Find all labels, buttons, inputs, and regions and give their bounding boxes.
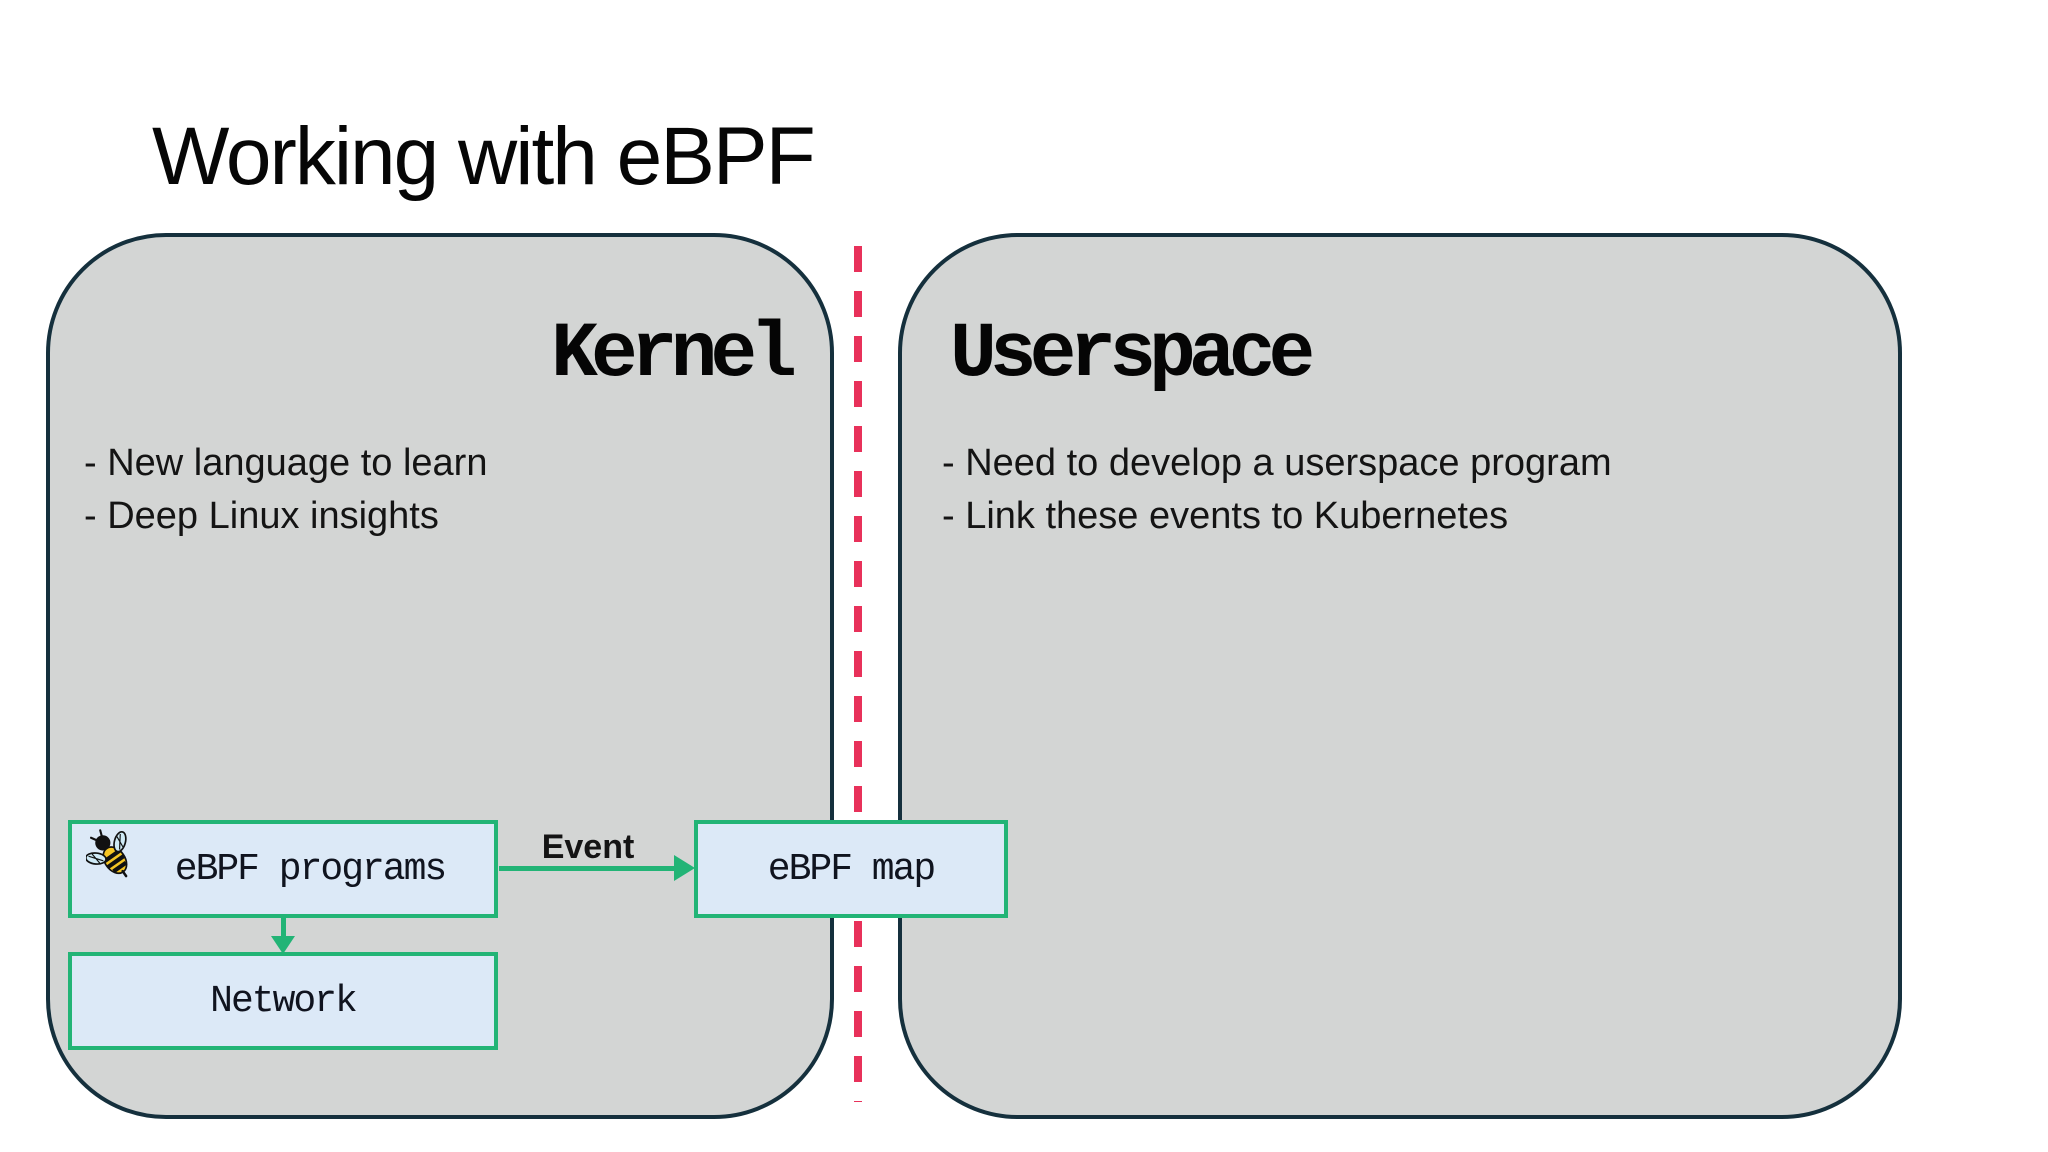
userspace-bullet-2: - Link these events to Kubernetes	[942, 495, 1509, 537]
kernel-heading: Kernel	[551, 311, 797, 399]
kernel-bullet-1: - New language to learn	[84, 442, 488, 484]
userspace-heading: Userspace	[950, 311, 1315, 399]
kernel-bullet-2: - Deep Linux insights	[84, 495, 439, 537]
network-arrow-line	[281, 918, 286, 938]
event-arrow-line	[499, 866, 677, 871]
kernel-bullets: - New language to learn - Deep Linux ins…	[84, 437, 487, 543]
network-arrow-head-icon	[271, 936, 295, 954]
ebpf-programs-label: eBPF programs	[174, 847, 447, 891]
ebpf-map-box: eBPF map	[694, 820, 1008, 918]
userspace-panel: Userspace - Need to develop a userspace …	[898, 233, 1902, 1119]
userspace-bullet-1: - Need to develop a userspace program	[942, 442, 1612, 484]
ebpf-bee-icon	[86, 829, 128, 878]
network-label: Network	[210, 979, 358, 1023]
event-arrow-head-icon	[674, 855, 695, 881]
ebpf-programs-box: eBPF programs	[68, 820, 498, 918]
ebpf-map-label: eBPF map	[767, 847, 936, 891]
userspace-bullets: - Need to develop a userspace program - …	[942, 437, 1612, 543]
event-label: Event	[541, 828, 635, 866]
kernel-userspace-divider	[854, 246, 862, 1102]
network-box: Network	[68, 952, 498, 1050]
page-title: Working with eBPF	[152, 111, 816, 202]
